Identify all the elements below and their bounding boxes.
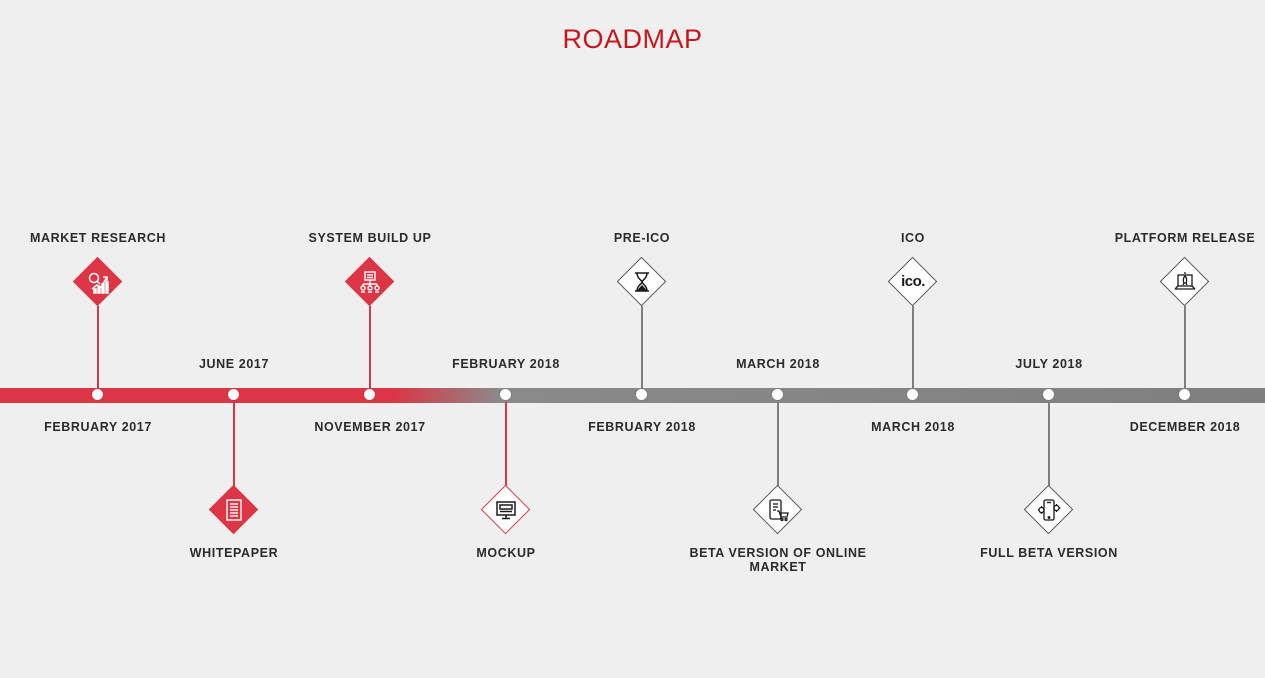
milestone-title: FULL BETA VERSION [980, 546, 1118, 560]
document-icon [221, 497, 247, 523]
timeline-dot [364, 389, 375, 400]
timeline-dot [1043, 389, 1054, 400]
milestone-title: WHITEPAPER [189, 546, 279, 560]
milestone-title: PRE-ICO [613, 231, 671, 245]
timeline-dot [92, 389, 103, 400]
ico-text-icon: ico. [900, 269, 926, 295]
timeline-dot [636, 389, 647, 400]
hourglass-icon [629, 269, 655, 295]
timeline-track [0, 388, 1265, 403]
milestone-stem [777, 402, 779, 486]
milestone-stem [369, 306, 371, 390]
market-research-chart-icon [85, 269, 111, 295]
page-title: ROADMAP [562, 24, 703, 54]
milestone-date: JUNE 2017 [198, 357, 270, 371]
timeline-dot [772, 389, 783, 400]
milestone-date: FEBRUARY 2017 [44, 420, 152, 434]
milestone-date: JULY 2018 [1015, 357, 1083, 371]
milestone-date: FEBRUARY 2018 [452, 357, 560, 371]
milestone-stem [641, 306, 643, 390]
monitor-icon [493, 497, 519, 523]
milestone-title: SYSTEM BUILD UP [308, 231, 432, 245]
milestone-stem [505, 402, 507, 486]
milestone-date: MARCH 2018 [871, 420, 955, 434]
milestone-stem [1048, 402, 1050, 486]
milestone-date: MARCH 2018 [736, 357, 820, 371]
milestone-title: PLATFORM RELEASE [1114, 231, 1256, 245]
timeline-dot [228, 389, 239, 400]
timeline-dot [500, 389, 511, 400]
milestone-stem [1184, 306, 1186, 390]
milestone-stem [233, 402, 235, 486]
milestone-title: MOCKUP [476, 546, 536, 560]
milestone-date: FEBRUARY 2018 [588, 420, 696, 434]
timeline-dot [907, 389, 918, 400]
milestone-title: MARKET RESEARCH [29, 231, 167, 245]
network-build-icon [357, 269, 383, 295]
laptop-rocket-icon [1172, 269, 1198, 295]
mobile-cart-icon [765, 497, 791, 523]
milestone-stem [97, 306, 99, 390]
milestone-date: DECEMBER 2018 [1129, 420, 1241, 434]
milestone-title: ICO [900, 231, 926, 245]
ico-icon-text: ico. [901, 273, 925, 290]
milestone-date: NOVEMBER 2017 [314, 420, 426, 434]
timeline-dot [1179, 389, 1190, 400]
mobile-gears-icon [1036, 497, 1062, 523]
milestone-title: BETA VERSION OF ONLINE MARKET [689, 546, 867, 574]
milestone-stem [912, 306, 914, 390]
